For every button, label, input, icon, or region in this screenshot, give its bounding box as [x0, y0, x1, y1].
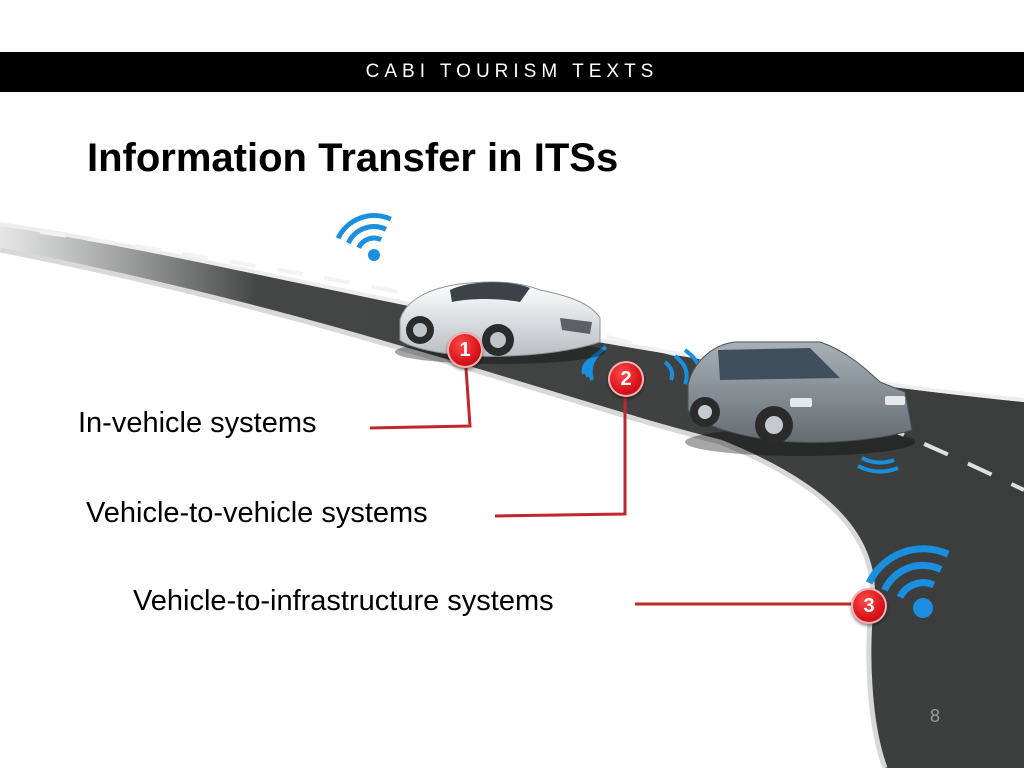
page-title: Information Transfer in ITSs [87, 136, 619, 180]
label-vehicle-to-infrastructure: Vehicle-to-infrastructure systems [133, 585, 554, 617]
connector-2 [494, 397, 627, 518]
label-in-vehicle: In-vehicle systems [78, 407, 317, 439]
label-vehicle-to-vehicle: Vehicle-to-vehicle systems [86, 497, 428, 529]
header-title: CABI TOURISM TEXTS [365, 61, 659, 82]
wifi-icon [335, 213, 392, 261]
page-number: 8 [930, 706, 941, 726]
gray-sedan [685, 341, 915, 456]
connector-1 [369, 367, 472, 430]
connector-lines [369, 367, 851, 606]
wifi-icon [866, 545, 950, 618]
number-badge-3: 3 [851, 588, 887, 624]
number-badge-1: 1 [447, 332, 483, 368]
header-bar: CABI TOURISM TEXTS [0, 52, 1024, 92]
white-sports-car [395, 281, 605, 364]
number-badge-2: 2 [608, 361, 644, 397]
